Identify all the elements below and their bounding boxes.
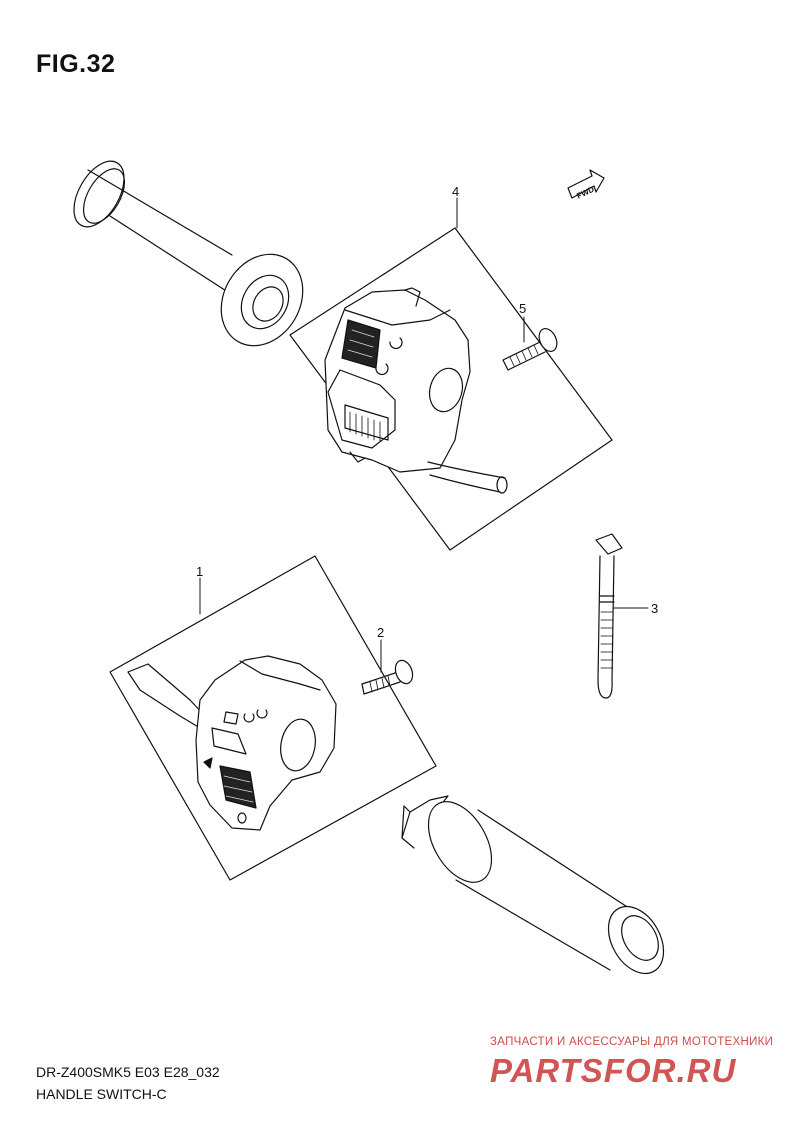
watermark-brand: PARTSFOR.RU <box>490 1052 736 1089</box>
leader-lines <box>199 197 649 673</box>
section-name: HANDLE SWITCH-C <box>36 1086 167 1102</box>
callout-part-2: 2 <box>377 625 384 640</box>
watermark-tagline: ЗАПЧАСТИ И АКСЕССУАРЫ ДЛЯ МОТОТЕХНИКИ <box>490 1036 774 1048</box>
throttle-grip[interactable] <box>401 791 675 983</box>
callout-part-4: 4 <box>452 184 459 199</box>
right-handle-switch[interactable] <box>324 287 508 494</box>
model-code: DR-Z400SMK5 E03 E28_032 <box>36 1064 220 1080</box>
left-handlebar-grip[interactable] <box>64 153 319 361</box>
watermark-logo: PARTSFOR.RU <box>490 1052 736 1089</box>
callout-part-5: 5 <box>519 301 526 316</box>
cable-tie-part-3[interactable] <box>595 533 623 699</box>
forward-arrow-icon <box>567 169 605 199</box>
screw-part-5[interactable] <box>502 326 560 371</box>
assembly-box-part-1 <box>109 555 437 881</box>
screw-part-2[interactable] <box>361 658 416 695</box>
left-handle-switch[interactable] <box>127 655 337 831</box>
assembly-box-part-4 <box>289 227 613 551</box>
figure-title: FIG.32 <box>36 50 116 78</box>
callout-part-1: 1 <box>196 564 203 579</box>
callout-part-3: 3 <box>651 601 658 616</box>
